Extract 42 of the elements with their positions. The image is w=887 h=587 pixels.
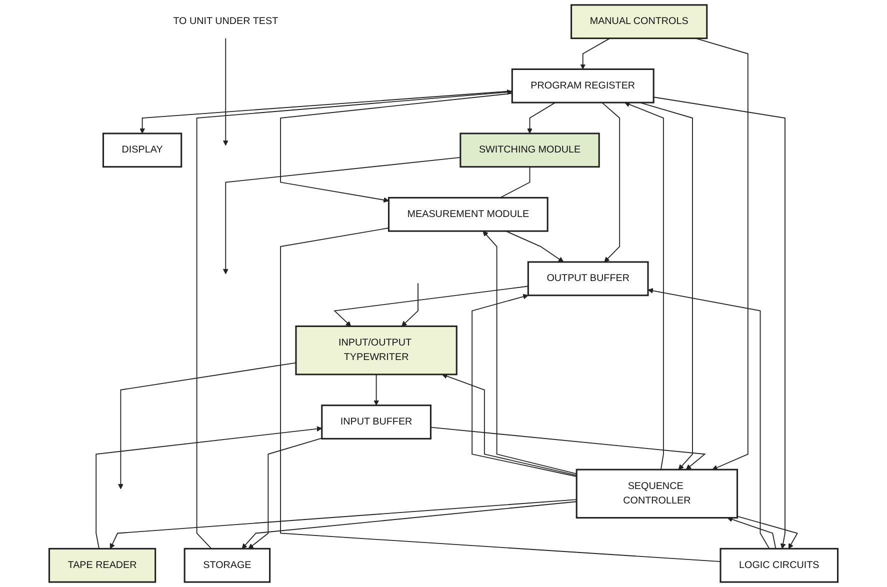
arrow xyxy=(472,294,578,477)
arrow xyxy=(222,38,228,146)
arrow xyxy=(580,38,610,70)
arrow xyxy=(242,501,578,549)
arrow xyxy=(374,374,380,406)
arrow xyxy=(110,499,578,549)
arrow xyxy=(334,286,529,326)
block-box: INPUT BUFFER xyxy=(321,404,432,440)
arrow xyxy=(695,38,748,470)
arrow xyxy=(736,516,798,549)
block-box: INPUT/OUTPUT TYPEWRITER xyxy=(295,325,458,376)
connector-line xyxy=(280,228,721,562)
arrow xyxy=(505,230,564,262)
arrow xyxy=(648,288,770,550)
arrow xyxy=(140,90,513,134)
arrow xyxy=(601,102,620,262)
block-box: SEQUENCE CONTROLLER xyxy=(576,468,738,519)
block-box: MANUAL CONTROLS xyxy=(570,4,708,40)
block-box: SWITCHING MODULE xyxy=(460,132,600,168)
block-box: PROGRAM REGISTER xyxy=(511,68,654,104)
block-box: MEASUREMENT MODULE xyxy=(388,196,548,232)
arrow xyxy=(482,230,578,474)
arrow xyxy=(401,282,418,326)
note-text: TO UNIT UNDER TEST xyxy=(173,16,278,27)
block-box: DISPLAY xyxy=(102,132,182,168)
block-box: TAPE READER xyxy=(48,548,156,583)
arrow xyxy=(248,438,322,549)
arrow xyxy=(430,426,706,470)
arrow xyxy=(442,374,578,476)
arrow xyxy=(727,516,776,550)
arrow xyxy=(280,92,513,203)
arrow xyxy=(222,157,461,274)
arrow xyxy=(624,102,664,470)
block-box: LOGIC CIRCUITS xyxy=(720,548,839,583)
arrow xyxy=(653,96,786,549)
block-box: STORAGE xyxy=(184,548,271,583)
arrow xyxy=(96,426,322,550)
arrow xyxy=(118,362,296,490)
connector-line xyxy=(500,166,530,198)
arrow xyxy=(527,102,556,134)
arrow xyxy=(196,89,512,550)
block-box: OUTPUT BUFFER xyxy=(527,261,649,296)
